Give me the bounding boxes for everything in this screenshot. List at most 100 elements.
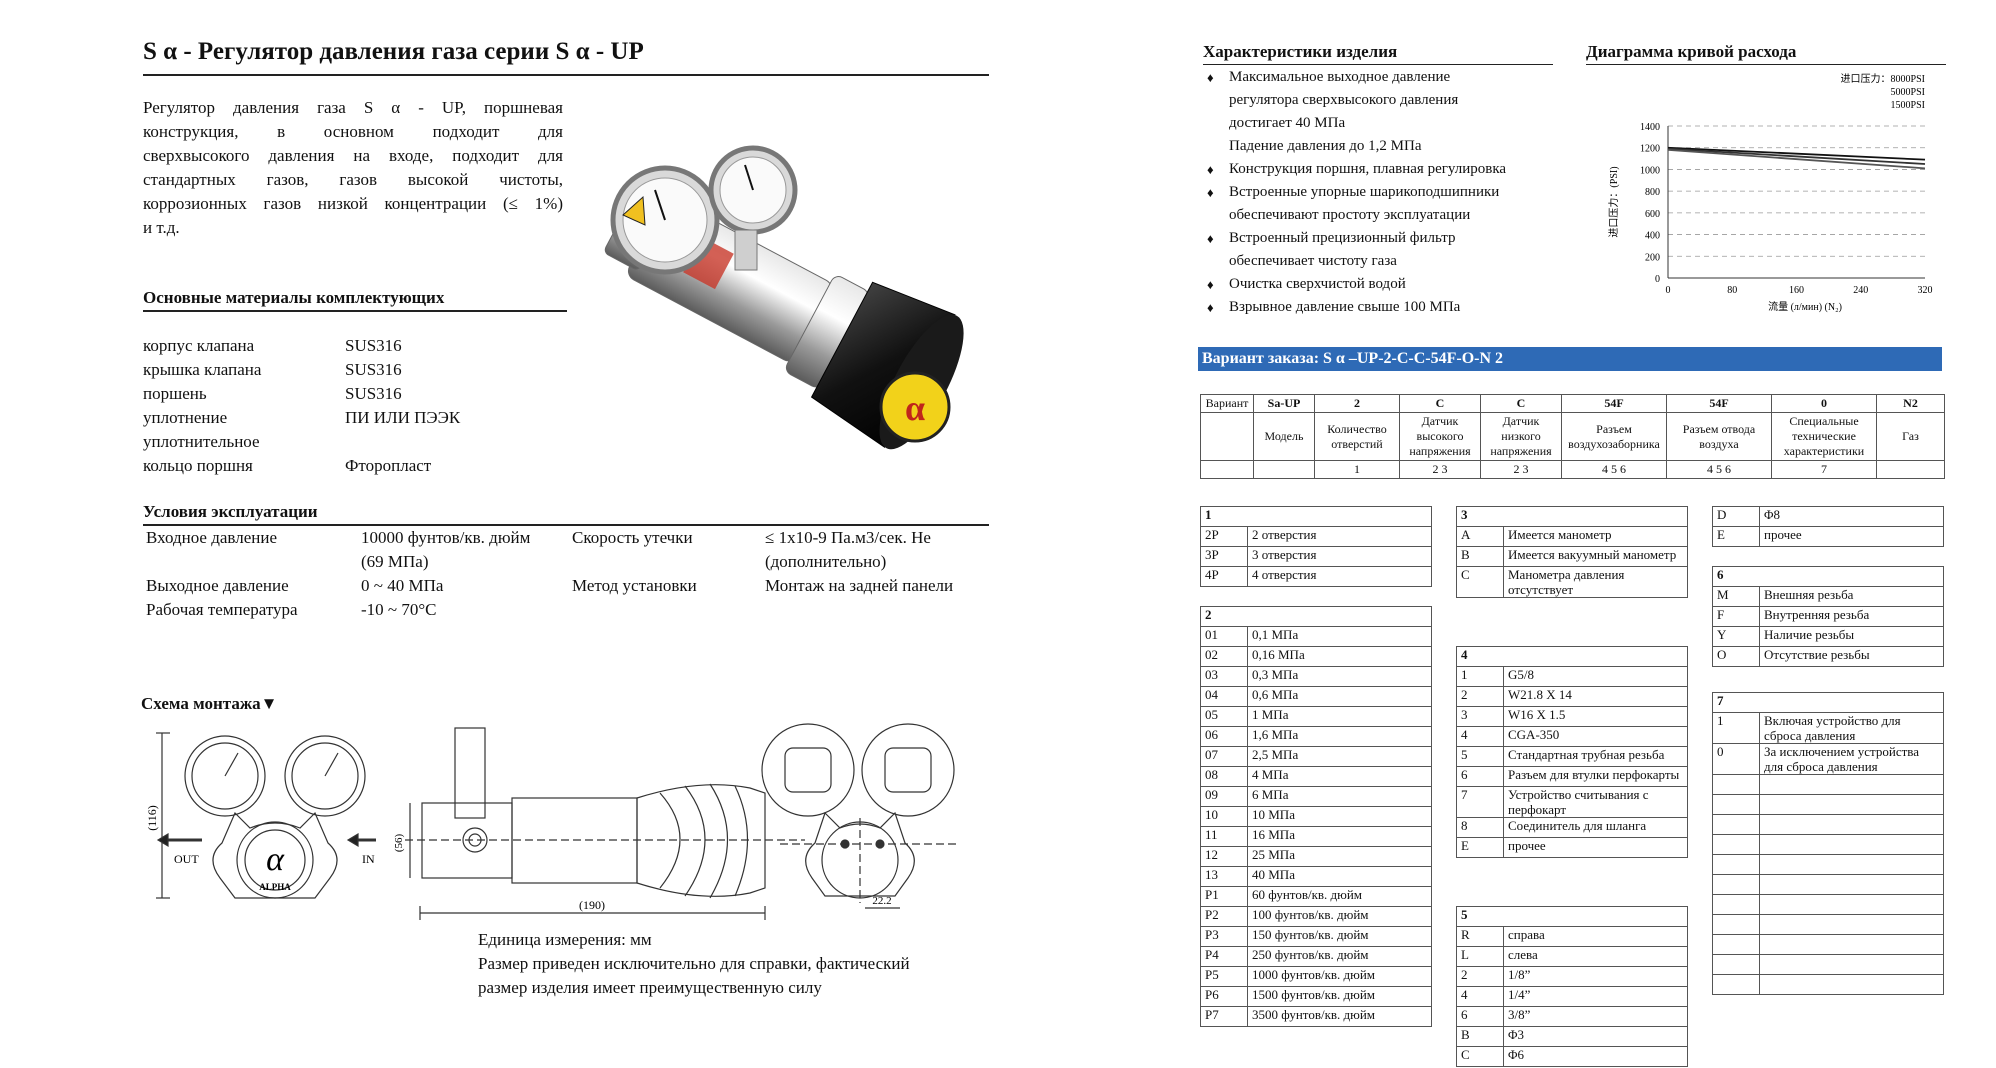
product-photo: α bbox=[604, 145, 964, 450]
bullet-icon: ♦ bbox=[1207, 185, 1214, 200]
code-desc bbox=[1759, 854, 1944, 875]
code-key: C bbox=[1456, 1046, 1504, 1067]
label-in: IN bbox=[362, 852, 375, 866]
code-desc: 60 фунтов/кв. дюйм bbox=[1247, 886, 1432, 907]
code-key: 02 bbox=[1200, 646, 1248, 667]
grid-cell: 2 bbox=[1314, 394, 1400, 413]
dim-spacing: 22.2 bbox=[872, 895, 891, 907]
code-key: D bbox=[1712, 506, 1760, 527]
x-tick-label: 0 bbox=[1666, 285, 1671, 296]
code-key: 6 bbox=[1456, 766, 1504, 787]
feature-line: Падение давления до 1,2 МПа bbox=[1203, 135, 1563, 158]
alpha-logo: α bbox=[266, 841, 285, 878]
note-line: Размер приведен исключительно для справк… bbox=[478, 954, 910, 973]
feature-text: обеспечивают простоту эксплуатации bbox=[1229, 207, 1471, 223]
code-key: 1 bbox=[1712, 712, 1760, 744]
grid-cell: 4 5 6 bbox=[1666, 460, 1772, 479]
x-tick-label: 240 bbox=[1853, 285, 1868, 296]
conditions-heading: Условия эксплуатации bbox=[143, 502, 318, 521]
grid-cell: Модель bbox=[1253, 412, 1315, 461]
y-tick-label: 600 bbox=[1645, 209, 1660, 220]
y-tick-label: 400 bbox=[1645, 231, 1660, 242]
code-desc: 0,16 МПа bbox=[1247, 646, 1432, 667]
code-table-title: 4 bbox=[1456, 646, 1688, 667]
material-value: SUS316 bbox=[345, 384, 402, 403]
grid-cell bbox=[1200, 460, 1254, 479]
code-key bbox=[1712, 854, 1760, 875]
feature-text: Конструкция поршня, плавная регулировка bbox=[1229, 161, 1507, 177]
feature-line: регулятора сверхвысокого давления bbox=[1203, 89, 1563, 112]
code-table-header: 1 bbox=[1200, 506, 1432, 527]
page-title: S α - Регулятор давления газа серии S α … bbox=[143, 38, 644, 65]
x-tick-label: 320 bbox=[1918, 285, 1933, 296]
x-axis-label: 流量 (л/мин) (N₂) bbox=[1768, 300, 1842, 313]
code-desc: Φ3 bbox=[1503, 1026, 1688, 1047]
material-value bbox=[345, 430, 460, 454]
feature-text: регулятора сверхвысокого давления bbox=[1229, 92, 1459, 108]
y-tick-label: 1200 bbox=[1640, 144, 1660, 155]
code-key: Y bbox=[1712, 626, 1760, 647]
y-tick-label: 200 bbox=[1645, 252, 1660, 263]
material-name: крышка клапана bbox=[143, 360, 262, 379]
label-out: OUT bbox=[174, 852, 199, 866]
code-key: 4 bbox=[1456, 986, 1504, 1007]
code-key: E bbox=[1456, 837, 1504, 858]
grid-cell: C bbox=[1480, 394, 1562, 413]
material-name: уплотнительное bbox=[143, 432, 260, 451]
code-key: O bbox=[1712, 646, 1760, 667]
code-desc: 0,6 МПа bbox=[1247, 686, 1432, 707]
material-value: Фторопласт bbox=[345, 456, 432, 475]
chart-divider bbox=[1586, 64, 1946, 65]
cond-value: ≤ 1x10-9 Па.м3/сек. Не bbox=[765, 528, 931, 547]
intro-line: коррозионных газов низкой концентрации (… bbox=[143, 194, 563, 213]
cond-label: Скорость утечки bbox=[572, 528, 693, 547]
code-desc: Манометра давления отсутствует bbox=[1503, 566, 1688, 598]
x-tick-label: 80 bbox=[1727, 285, 1737, 296]
features-divider bbox=[1203, 64, 1553, 65]
code-desc: 1/8” bbox=[1503, 966, 1688, 987]
grid-cell: 54F bbox=[1666, 394, 1772, 413]
code-key: 03 bbox=[1200, 666, 1248, 687]
intro-line: сверхвысокого давления на входе, подходи… bbox=[143, 146, 563, 165]
code-row-empty bbox=[1712, 934, 1944, 955]
grid-cell: 2 3 bbox=[1480, 460, 1562, 479]
code-desc: За исключением устройства для сброса дав… bbox=[1759, 743, 1944, 775]
code-desc: W16 X 1.5 bbox=[1503, 706, 1688, 727]
code-key bbox=[1712, 974, 1760, 995]
code-key: 4 bbox=[1456, 726, 1504, 747]
conditions-divider bbox=[143, 524, 989, 526]
cond-label: Выходное давление bbox=[146, 576, 289, 595]
code-key: 5 bbox=[1456, 746, 1504, 767]
bullet-icon: ♦ bbox=[1207, 70, 1214, 85]
grid-cell: 1 bbox=[1314, 460, 1400, 479]
intro-line: и т.д. bbox=[143, 218, 180, 237]
code-table-header: 4 bbox=[1456, 646, 1688, 667]
code-desc: Соединитель для шланга bbox=[1503, 817, 1688, 838]
code-desc: слева bbox=[1503, 946, 1688, 967]
code-desc: 250 фунтов/кв. дюйм bbox=[1247, 946, 1432, 967]
knob-logo: α bbox=[905, 388, 925, 428]
grid-cell: Специальные технические характеристики bbox=[1771, 412, 1877, 461]
code-row-empty bbox=[1712, 814, 1944, 835]
features-heading: Характеристики изделия bbox=[1203, 42, 1398, 61]
bullet-icon: ♦ bbox=[1207, 300, 1214, 315]
code-key: P2 bbox=[1200, 906, 1248, 927]
code-key: 04 bbox=[1200, 686, 1248, 707]
material-name: корпус клапана bbox=[143, 336, 255, 355]
cond-value: Монтаж на задней панели bbox=[765, 576, 954, 595]
code-desc: Имеется манометр bbox=[1503, 526, 1688, 547]
cond-value: 10000 фунтов/кв. дюйм bbox=[361, 528, 531, 547]
code-row-empty bbox=[1712, 954, 1944, 975]
feature-line: обеспечивают простоту эксплуатации bbox=[1203, 204, 1563, 227]
